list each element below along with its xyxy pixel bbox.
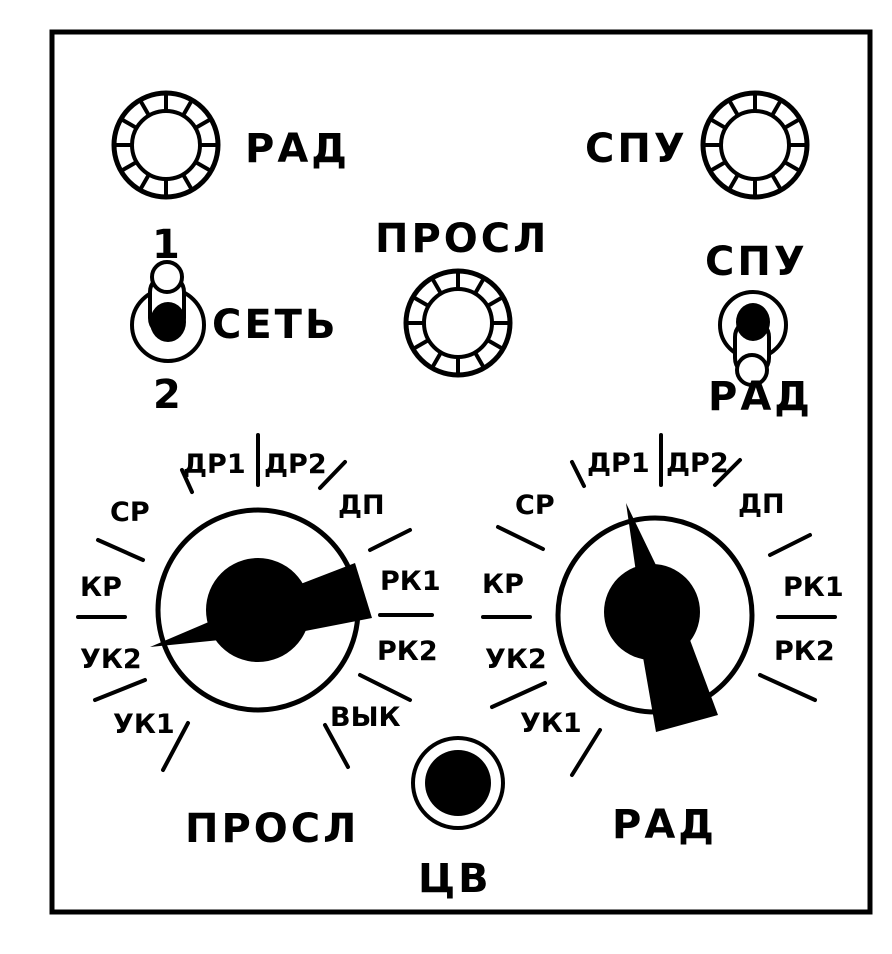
prosl-pos-sr: СР: [110, 497, 150, 528]
knurl-rib: [473, 277, 486, 295]
prosl-pos-vyk: ВЫК: [330, 702, 401, 733]
knurl-rib: [473, 351, 486, 369]
knurl-rib: [120, 160, 138, 173]
spu-rad-toggle[interactable]: [718, 290, 788, 387]
tsv-button-label: ЦВ: [418, 856, 492, 902]
knurl-rib: [770, 173, 783, 191]
prosl-pos-dr2: ДР2: [264, 449, 327, 480]
knurl-rib: [709, 160, 727, 173]
set-toggle-label: СЕТЬ: [212, 302, 338, 348]
panel-frame: [49, 29, 873, 915]
rad-selector-ticks: [481, 433, 837, 777]
prosl-selector-switch[interactable]: [76, 433, 434, 772]
knurl-rib: [430, 351, 443, 369]
rad-pos-dr1: ДР1: [587, 448, 650, 479]
rad-pos-uk1: УК1: [520, 708, 582, 739]
prosl-selector-title: ПРОСЛ: [185, 806, 359, 852]
rad-selector-switch[interactable]: [481, 433, 837, 777]
knurl-rib: [138, 173, 151, 191]
prosl-pos-kr: КР: [80, 572, 122, 603]
prosl-pos-uk2: УК2: [80, 644, 142, 675]
knurl-rib: [727, 99, 740, 117]
rad-pos-sr: СР: [515, 490, 555, 521]
rad-selector-pointer-tip: [626, 503, 668, 600]
knurl-rib: [727, 173, 740, 191]
knurl-rib: [709, 117, 727, 130]
set-power-toggle[interactable]: [130, 260, 206, 363]
rad-pos-rk2: РК2: [774, 636, 835, 667]
knurl-rib: [412, 295, 430, 308]
knurl-rib: [486, 295, 504, 308]
rad-selector-hub: [604, 564, 700, 660]
knurl-rib: [181, 173, 194, 191]
knurl-rib: [783, 117, 801, 130]
prosl-pos-rk2: РК2: [377, 636, 438, 667]
set-toggle-pos-2: 2: [153, 372, 184, 418]
spu-volume-knob[interactable]: [700, 90, 810, 200]
knurl-rib: [412, 338, 430, 351]
knurl-rib: [430, 277, 443, 295]
prosl-pos-dr1: ДР1: [183, 449, 246, 480]
rad-pos-rk1: РК1: [783, 572, 844, 603]
rad-pos-dp: ДП: [738, 489, 785, 520]
spu-rad-toggle-bottom-label: РАД: [708, 374, 813, 420]
knurl-rib: [770, 99, 783, 117]
spu-knob-label: СПУ: [585, 126, 688, 172]
prosl-selector-pointer: [150, 563, 372, 647]
rad-selector-title: РАД: [612, 802, 717, 848]
prosl-selector-ticks: [76, 433, 434, 772]
knurl-rib: [138, 99, 151, 117]
prosl-knob-label: ПРОСЛ: [375, 216, 549, 262]
rad-knob-label: РАД: [245, 126, 350, 172]
prosl-volume-knob[interactable]: [403, 268, 513, 378]
rad-pos-dr2: ДР2: [666, 448, 729, 479]
rad-pos-uk2: УК2: [485, 644, 547, 675]
knurl-rib: [181, 99, 194, 117]
knurl-rib: [486, 338, 504, 351]
knurl-rib: [194, 117, 212, 130]
knurl-rib: [783, 160, 801, 173]
rad-selector-pointer-tail: [640, 640, 718, 732]
knurl-rib: [120, 117, 138, 130]
spu-rad-toggle-top-label: СПУ: [705, 239, 808, 285]
rad-pos-kr: КР: [482, 569, 524, 600]
prosl-pos-dp: ДП: [338, 490, 385, 521]
prosl-pos-uk1: УК1: [113, 709, 175, 740]
rad-volume-knob[interactable]: [111, 90, 221, 200]
prosl-pos-rk1: РК1: [380, 566, 441, 597]
tsv-push-button[interactable]: [411, 736, 505, 830]
knurl-rib: [194, 160, 212, 173]
